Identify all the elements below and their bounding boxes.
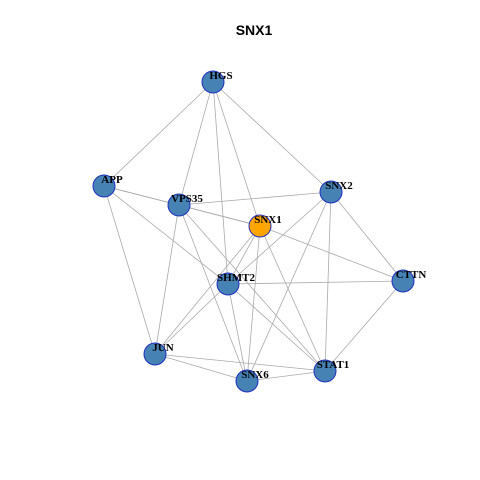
node-label-shmt2: SHMT2	[217, 272, 255, 284]
node-jun[interactable]	[143, 342, 167, 366]
node-label-cttn: CTTN	[396, 269, 427, 281]
node-vps35[interactable]	[167, 193, 191, 217]
edge-hgs-vps35	[178, 81, 214, 206]
node-label-stat1: STAT1	[317, 359, 350, 371]
node-app[interactable]	[92, 174, 116, 198]
node-layer	[92, 70, 415, 393]
node-label-snx6: SNX6	[241, 369, 269, 381]
node-cttn[interactable]	[391, 269, 415, 293]
edge-vps35-snx6	[178, 204, 248, 382]
node-label-snx1: SNX1	[254, 214, 282, 226]
edge-shmt2-jun	[154, 283, 229, 355]
edge-cttn-stat1	[324, 280, 404, 372]
edge-snx2-snx6	[246, 191, 332, 382]
edge-hgs-snx2	[212, 81, 332, 193]
edge-shmt2-stat1	[227, 283, 326, 372]
edge-snx2-shmt2	[227, 191, 332, 285]
node-snx1[interactable]	[248, 214, 272, 238]
node-label-vps35: VPS35	[171, 193, 203, 205]
edge-cttn-shmt2	[227, 280, 404, 285]
node-label-snx2: SNX2	[325, 180, 353, 192]
edge-snx1-cttn	[259, 225, 404, 282]
edge-vps35-stat1	[178, 204, 326, 372]
node-label-jun: JUN	[152, 342, 173, 354]
edge-app-jun	[103, 185, 156, 355]
node-shmt2[interactable]	[216, 272, 240, 296]
edge-shmt2-snx6	[227, 283, 248, 382]
edge-snx6-stat1	[246, 370, 326, 382]
edge-jun-snx6	[154, 353, 248, 382]
edge-vps35-snx1	[178, 204, 261, 227]
edge-snx1-stat1	[259, 225, 326, 372]
edge-hgs-snx1	[212, 81, 261, 227]
node-hgs[interactable]	[201, 70, 225, 94]
edge-vps35-jun	[154, 204, 180, 355]
node-label-app: APP	[101, 174, 123, 186]
edge-snx2-stat1	[324, 191, 332, 372]
edge-snx1-jun	[154, 225, 261, 355]
graph-title: SNX1	[236, 22, 273, 38]
edge-layer	[103, 81, 404, 382]
edge-vps35-snx2	[178, 191, 332, 206]
edge-hgs-shmt2	[212, 81, 229, 285]
edge-hgs-app	[103, 81, 214, 187]
node-label-hgs: HGS	[209, 70, 232, 82]
edge-snx1-snx6	[246, 225, 261, 382]
edge-snx2-cttn	[330, 191, 404, 282]
node-snx2[interactable]	[319, 180, 343, 204]
node-stat1[interactable]	[313, 359, 337, 383]
edge-jun-stat1	[154, 353, 326, 372]
edge-app-shmt2	[103, 185, 229, 285]
node-snx6[interactable]	[235, 369, 259, 393]
